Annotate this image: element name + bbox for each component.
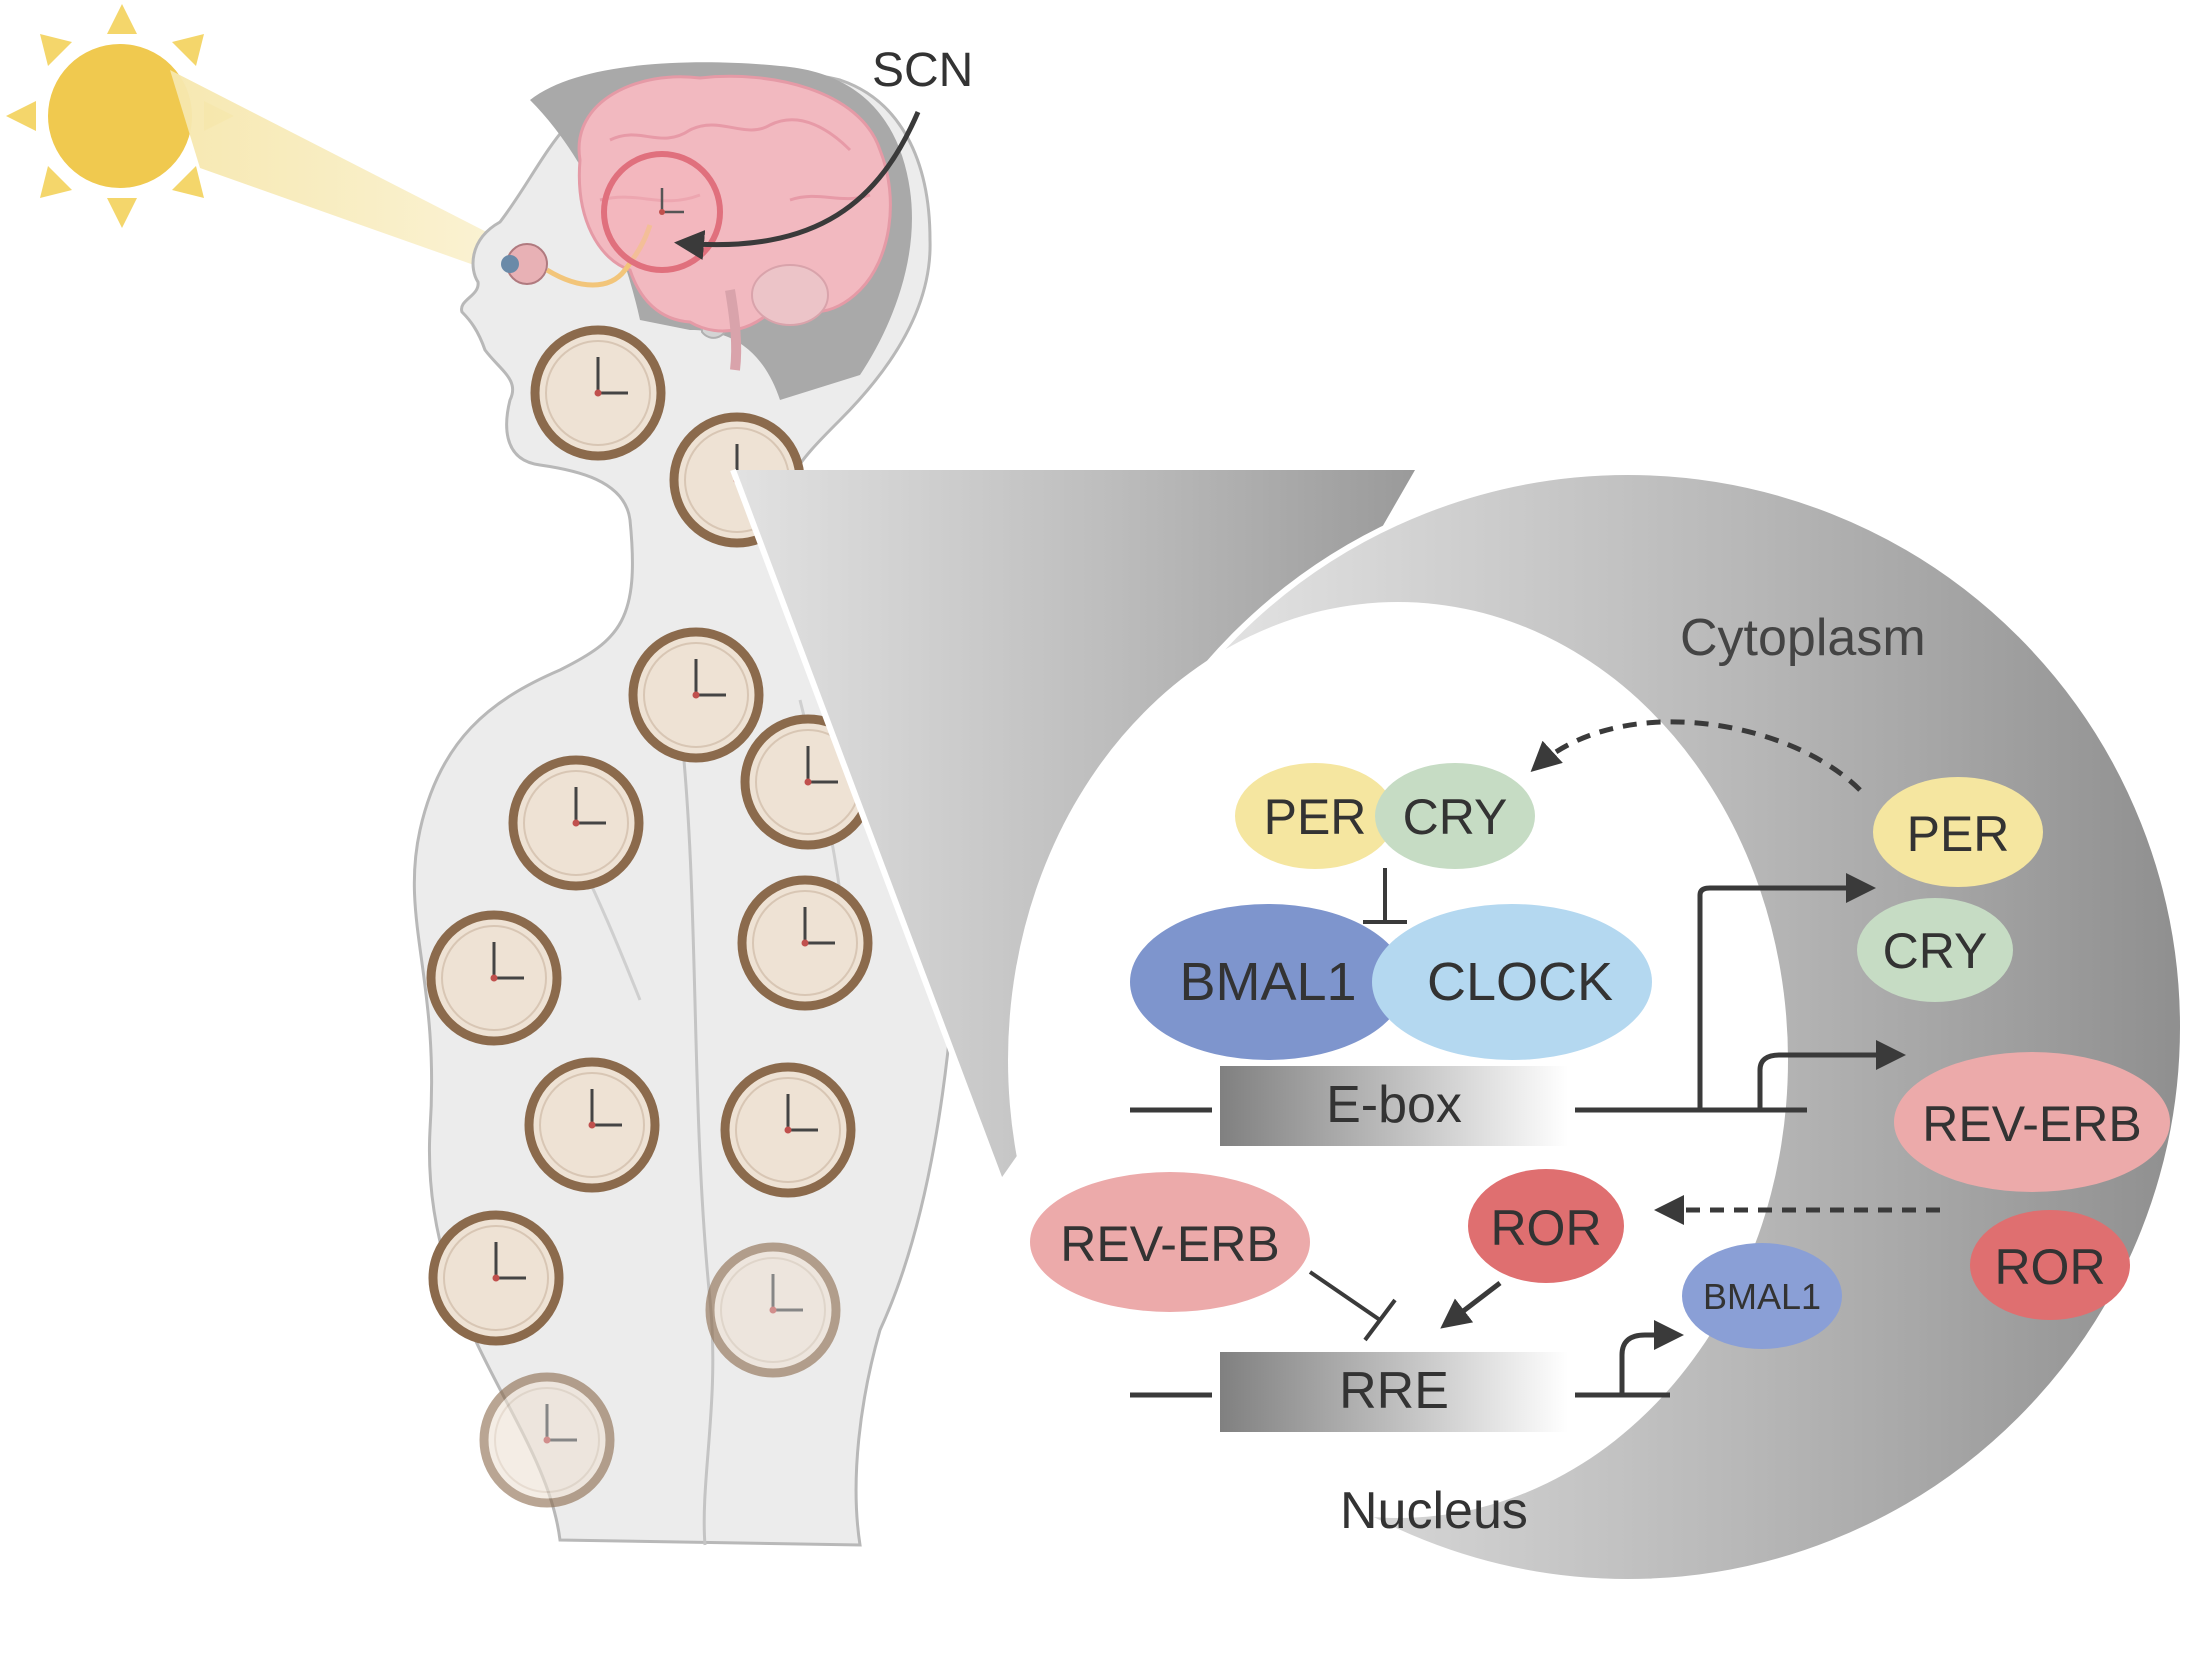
- rre-to-bmal1-arrow: [1619, 1320, 1684, 1395]
- ebox-to-reverb-arrow: [1757, 1040, 1906, 1110]
- clock-icon: [530, 325, 666, 461]
- nuclear-reverb-label: REV-ERB: [1060, 1216, 1280, 1272]
- clock-icon: [426, 910, 562, 1046]
- scn-label: SCN: [872, 44, 973, 97]
- bmal1-protein: [1130, 904, 1406, 1060]
- per-cry-import-arrow: [1530, 719, 1862, 792]
- cyto-ror-label: ROR: [1994, 1239, 2105, 1295]
- ebox-element: [1220, 1066, 1568, 1146]
- scn-pointer-arrow: [674, 111, 921, 260]
- nuclear-cry-label: CRY: [1403, 789, 1508, 845]
- clock-icon: [479, 1372, 615, 1508]
- reverb-inhibition-line: [1308, 1270, 1382, 1322]
- nuclear-reverb: REV-ERB: [1030, 1172, 1310, 1312]
- light-beam: [170, 70, 510, 276]
- ebox-label: E-box: [1326, 1076, 1462, 1134]
- cytoplasmic-ror: ROR: [1970, 1210, 2130, 1320]
- ebox-to-per-cry-arrow: [1697, 873, 1876, 1110]
- cytoplasmic-per: PER: [1873, 777, 2043, 887]
- zoom-cone-edge: [730, 468, 1003, 1182]
- cyto-per-label: PER: [1907, 806, 2010, 862]
- bmal1-product: BMAL1: [1682, 1243, 1842, 1349]
- rre-label: RRE: [1339, 1362, 1449, 1420]
- bmal1-label: BMAL1: [1179, 952, 1356, 1012]
- cytoplasmic-cry: CRY: [1857, 898, 2013, 1002]
- nucleus-label: Nucleus: [1340, 1482, 1528, 1540]
- nuclear-ror: ROR: [1468, 1169, 1624, 1283]
- nuclear-per-cry-complex: PER CRY: [1235, 763, 1535, 869]
- cyto-cry-label: CRY: [1883, 923, 1988, 979]
- cytoplasm-label: Cytoplasm: [1680, 609, 1926, 667]
- clock-icon: [705, 1242, 841, 1378]
- clock-icon: [628, 627, 764, 763]
- eye-icon: [501, 243, 548, 285]
- nuclear-per: [1235, 763, 1395, 869]
- nuclear-cry: [1375, 763, 1535, 869]
- cytoplasmic-reverb: REV-ERB: [1894, 1052, 2170, 1192]
- clock-protein: [1372, 904, 1652, 1060]
- cyto-reverb-label: REV-ERB: [1922, 1096, 2142, 1152]
- nuclear-per-label: PER: [1264, 789, 1367, 845]
- clock-icon: [428, 1210, 564, 1346]
- clock-icon: [508, 755, 644, 891]
- reverb-inhibition-bar: [1363, 1298, 1397, 1342]
- peripheral-clocks: [426, 325, 876, 1508]
- rre-element: [1220, 1352, 1568, 1432]
- clock-icon: [720, 1062, 856, 1198]
- sun-icon: [6, 4, 234, 228]
- bmal1-clock-complex: BMAL1 CLOCK: [1130, 904, 1652, 1060]
- clock-icon: [737, 875, 873, 1011]
- nuclear-ror-label: ROR: [1490, 1200, 1601, 1256]
- bmal1-product-label: BMAL1: [1703, 1276, 1821, 1317]
- ror-activation-arrow: [1440, 1281, 1502, 1329]
- clock-label: CLOCK: [1427, 952, 1613, 1012]
- scn-clock-icon: [601, 151, 723, 273]
- optic-nerve: [545, 224, 653, 288]
- clock-icon: [524, 1057, 660, 1193]
